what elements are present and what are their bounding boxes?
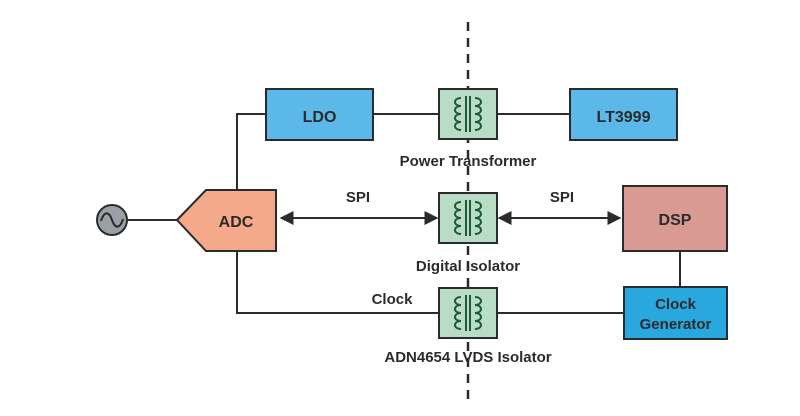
- adc-label: ADC: [219, 214, 254, 231]
- spi-label-right: SPI: [550, 189, 574, 206]
- clock-signal-label: Clock: [372, 291, 414, 308]
- wire-adc-clock: [236, 251, 439, 314]
- lt3999-label: LT3999: [597, 109, 651, 126]
- lt3999-block: LT3999: [569, 88, 678, 141]
- ldo-block: LDO: [265, 88, 374, 141]
- transformer-coil-icon: [454, 295, 482, 331]
- digital-isolator-label: Digital Isolator: [416, 258, 520, 275]
- signal-source-icon: [96, 204, 128, 236]
- wire-ldo-to-adc: [236, 113, 266, 190]
- spi-label-left: SPI: [346, 189, 370, 206]
- power-transformer-isolator: [438, 88, 498, 140]
- clock-generator-block: Clock Generator: [623, 286, 728, 340]
- transformer-coil-icon: [454, 96, 482, 132]
- dsp-label: DSP: [659, 212, 692, 229]
- ldo-label: LDO: [303, 109, 337, 126]
- wires: [126, 113, 681, 314]
- digital-isolator: [438, 192, 498, 244]
- dsp-block: DSP: [622, 185, 728, 252]
- adc-block: ADC: [175, 189, 277, 252]
- lvds-isolator-label: ADN4654 LVDS Isolator: [384, 349, 551, 366]
- lvds-isolator: [438, 287, 498, 339]
- clock-generator-label-line1: Clock: [655, 296, 697, 313]
- power-transformer-label: Power Transformer: [400, 153, 537, 170]
- clock-generator-label-line2: Generator: [640, 316, 712, 333]
- transformer-coil-icon: [454, 200, 482, 236]
